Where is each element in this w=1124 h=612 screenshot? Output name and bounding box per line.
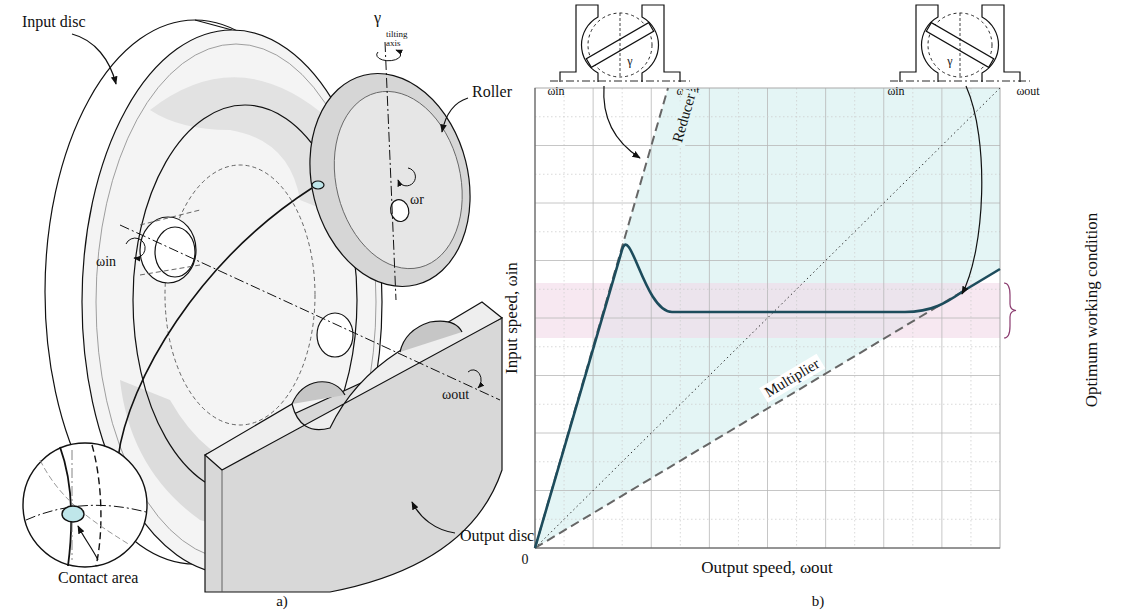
speed-symbol: ωr (410, 192, 424, 207)
speed-symbol: ωin (887, 85, 904, 98)
grid-line (535, 433, 1000, 434)
line-label: Multiplier (759, 354, 825, 403)
grid-line (535, 461, 1000, 462)
grid-line (535, 519, 1000, 520)
grid-line (535, 346, 1000, 347)
grid-line (535, 289, 1000, 290)
grid-line (535, 231, 1000, 232)
grid-line (535, 490, 1000, 491)
grid-line (535, 116, 1000, 117)
cvt-illustration (23, 20, 502, 592)
grid-line (535, 404, 1000, 405)
speed-symbol: ωout (442, 387, 469, 402)
part-label: Output disc (460, 527, 534, 545)
angle-symbol: γ (374, 9, 381, 27)
speed-symbol: ωin (547, 85, 564, 98)
speed-symbol: ωin (96, 254, 116, 269)
grid-line (535, 145, 1000, 146)
axis-tick: 0 (522, 552, 529, 567)
grid-line (535, 174, 1000, 175)
angle-symbol: γ (627, 55, 632, 68)
part-label: Roller (472, 83, 512, 101)
panel-label: b) (812, 593, 825, 610)
speed-chart (535, 86, 1016, 548)
axis-label: Optimum working condition (1083, 213, 1102, 408)
grid-line (535, 318, 1000, 319)
grid-line (535, 203, 1000, 204)
line-label: Reducer (668, 89, 699, 147)
part-label: Contact area (58, 569, 138, 587)
grid-line (535, 375, 1000, 376)
speed-symbol: ωout (1016, 85, 1039, 98)
roller-schematic (550, 5, 1030, 82)
axis-label: Input speed, ωin (503, 262, 522, 374)
part-label: Input disc (22, 13, 86, 31)
grid-line (535, 260, 1000, 261)
axis-label: Output speed, ωout (701, 559, 833, 578)
axis-subscript: tilting axis (386, 30, 422, 48)
panel-label: a) (276, 593, 288, 610)
angle-symbol: γ (947, 55, 952, 68)
